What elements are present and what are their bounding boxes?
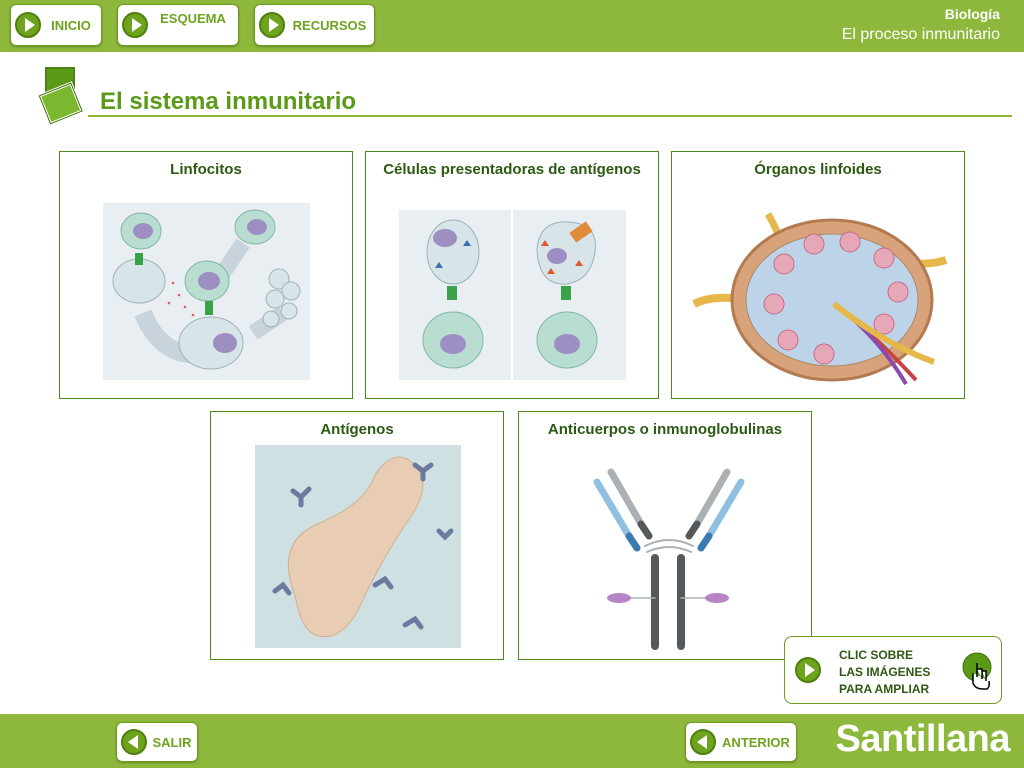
inicio-label: INICIO (51, 17, 91, 33)
antigen-presenting-cells-image[interactable] (399, 210, 626, 380)
play-icon (122, 12, 148, 38)
inicio-button[interactable]: INICIO (10, 4, 102, 46)
unit-name: El proceso inmunitario (841, 26, 1000, 43)
panel-celulas-presentadoras[interactable]: Células presentadoras de antígenos (365, 151, 659, 399)
course-name: Biología (944, 6, 1000, 22)
lymphocytes-image[interactable] (103, 203, 310, 380)
lymph-node-image[interactable] (684, 204, 954, 388)
panel-linfocitos[interactable]: Linfocitos (59, 151, 353, 399)
panel-title: Anticuerpos o inmunoglobulinas (547, 421, 783, 438)
bottom-bar: SALIR ANTERIOR Santillana (0, 714, 1024, 768)
panel-title: Células presentadoras de antígenos (383, 161, 641, 178)
enlarge-hint: CLIC SOBRE LAS IMÁGENES PARA AMPLIAR (784, 636, 1002, 704)
top-bar: INICIO ESQUEMA RECURSOS Biología El proc… (0, 0, 1024, 52)
salir-button[interactable]: SALIR (116, 722, 198, 762)
esquema-button[interactable]: ESQUEMA (117, 4, 239, 46)
panel-title: Órganos linfoides (754, 161, 882, 178)
panel-title: Antígenos (320, 421, 394, 438)
antibody-image[interactable] (589, 462, 749, 652)
panel-title: Linfocitos (170, 161, 242, 178)
antigens-image[interactable] (255, 445, 461, 648)
salir-label: SALIR (152, 734, 192, 750)
play-icon (15, 12, 41, 38)
panel-organos-linfoides[interactable]: Órganos linfoides (671, 151, 965, 399)
santillana-logo: Santillana (835, 718, 1011, 760)
recursos-label: RECURSOS (292, 17, 367, 33)
page-title: El sistema inmunitario (100, 88, 357, 115)
back-icon (121, 729, 147, 755)
esquema-label: ESQUEMA (160, 10, 226, 26)
anterior-button[interactable]: ANTERIOR (685, 722, 797, 762)
hint-line: LAS IMÁGENES (839, 665, 931, 679)
play-icon (259, 12, 285, 38)
title-squares-icon (38, 65, 85, 126)
hint-line: CLIC SOBRE (839, 648, 914, 662)
title-divider (88, 115, 1012, 117)
hint-text: CLIC SOBRE LAS IMÁGENES PARA AMPLIAR (839, 647, 930, 698)
panel-antigenos[interactable]: Antígenos (210, 411, 504, 660)
hand-pointer-icon (962, 652, 992, 690)
hint-line: PARA AMPLIAR (839, 682, 930, 696)
recursos-button[interactable]: RECURSOS (254, 4, 375, 46)
play-icon[interactable] (795, 657, 821, 683)
anterior-label: ANTERIOR (722, 734, 790, 750)
subject-header: Biología El proceso inmunitario (842, 6, 1000, 44)
panel-anticuerpos[interactable]: Anticuerpos o inmunoglobulinas (518, 411, 812, 660)
back-icon (690, 729, 716, 755)
